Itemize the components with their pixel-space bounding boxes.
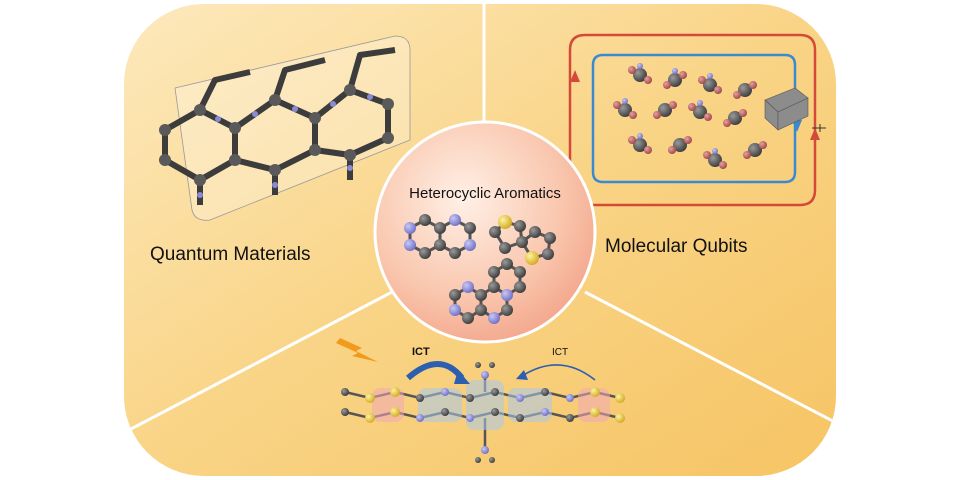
ict-molecule-highlights	[372, 380, 610, 430]
center-title: Heterocyclic Aromatics	[409, 185, 561, 202]
molecular-qubits-device	[568, 33, 826, 207]
quantum-materials-framework	[159, 35, 411, 221]
ict-arrow-weak	[521, 364, 596, 381]
molecular-qubits-label: Molecular Qubits	[605, 236, 748, 257]
ict-molecule-atoms	[341, 362, 625, 463]
quantum-materials-label: Quantum Materials	[150, 244, 311, 265]
heterocyclic-aromatics-disk	[373, 120, 597, 344]
qubit-molecules	[613, 63, 767, 169]
pteridine-molecule	[404, 214, 476, 259]
metal-electrode	[764, 87, 809, 131]
ict-strong-label: ICT	[412, 346, 430, 358]
ict-weak-label: ICT	[552, 347, 568, 358]
ict-arrowhead-strong	[454, 370, 470, 384]
bithiophene-molecule	[489, 215, 556, 265]
ict-molecule	[341, 362, 625, 463]
lightning-icon	[336, 338, 378, 362]
azaacene-molecule	[449, 258, 526, 324]
ict-arrowhead-weak	[516, 370, 528, 380]
